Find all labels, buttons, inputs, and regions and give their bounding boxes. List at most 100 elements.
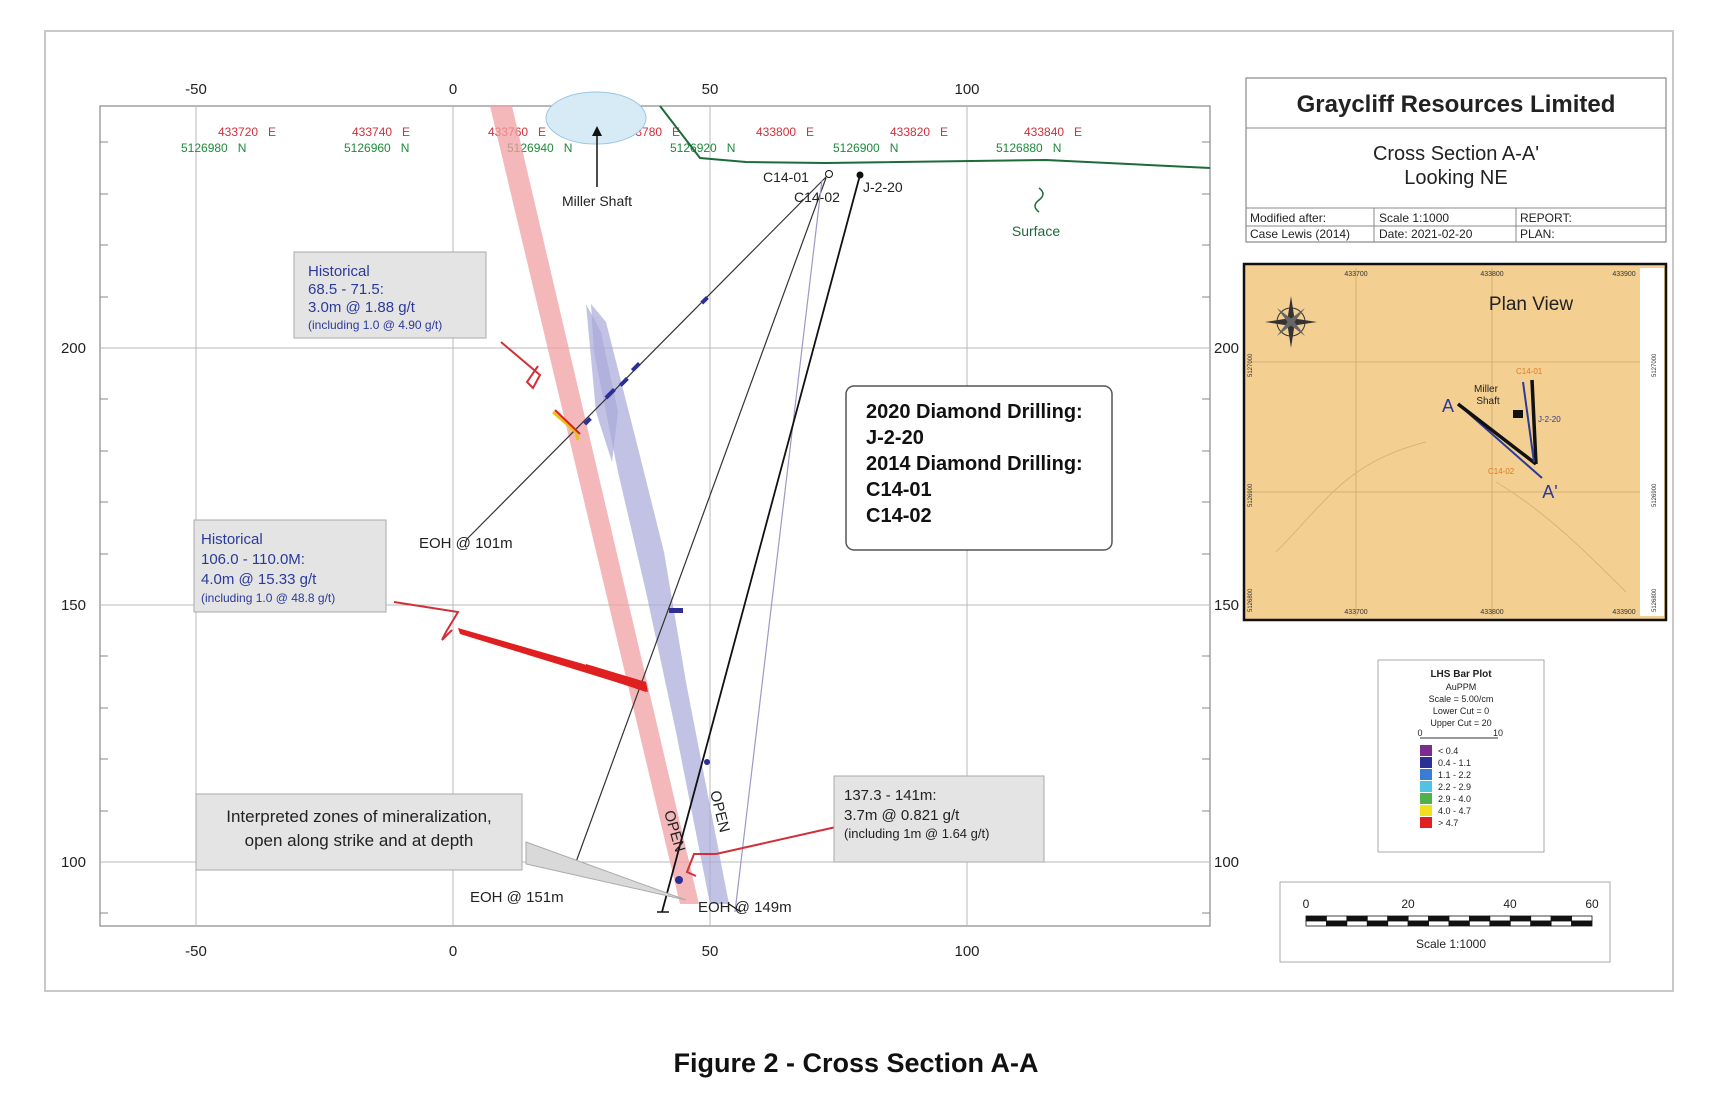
scale-segment	[1428, 915, 1450, 922]
plan-tick: 5126800	[1652, 588, 1658, 612]
callout-line: Historical	[308, 263, 370, 280]
scale-segment	[1469, 915, 1491, 922]
plan-tick: 5127000	[1652, 353, 1658, 377]
blue-mineralized-zone	[591, 304, 729, 904]
surface-pointer	[1034, 187, 1044, 213]
callout-line: 68.5 - 71.5:	[308, 281, 384, 298]
miller-shaft-label: Miller Shaft	[562, 193, 632, 209]
plan-shaft-label: Shaft	[1476, 396, 1500, 407]
scale-tick-label: 40	[1503, 897, 1517, 911]
hole-label-c1401: C14-01	[763, 169, 809, 185]
scale-segment	[1469, 920, 1491, 927]
surface-line	[659, 105, 1211, 169]
plan-top-ticks: 433700 433800 433900	[1344, 271, 1635, 278]
x-tick-label: 50	[702, 81, 719, 98]
plan-tick: 5127000	[1248, 353, 1254, 377]
scale-segment	[1366, 915, 1389, 922]
drilling-summary-box: 2020 Diamond Drilling: J-2-20 2014 Diamo…	[845, 385, 1113, 551]
plan-tick: 433700	[1344, 271, 1367, 278]
plan-tick: 5126900	[1248, 483, 1254, 507]
report-label: REPORT:	[1520, 211, 1572, 225]
hist1-leader	[500, 341, 542, 390]
plan-tick: 5126900	[1652, 483, 1658, 507]
plan-contour	[1275, 441, 1427, 553]
x-tick-label: 50	[702, 943, 719, 960]
scale-segment	[1571, 920, 1593, 927]
red-mineralized-zone	[490, 106, 699, 904]
legend-label: < 0.4	[1438, 746, 1458, 756]
y-tick-label: 200	[1214, 340, 1239, 357]
drillhole-c1402-trace	[734, 179, 823, 913]
plan-hole-trace	[1522, 381, 1535, 463]
callout-interpreted-zones: Interpreted zones of mineralization, ope…	[195, 793, 523, 871]
x-tick-label: 100	[954, 81, 979, 98]
scale-bar	[1305, 915, 1593, 927]
plan-right-ticks: 5127000 5126900 5126800	[1652, 353, 1658, 612]
scale-segment	[1509, 920, 1532, 927]
legend-axis-label: 0	[1417, 728, 1422, 738]
plan-left-ticks: 5127000 5126900 5126800	[1248, 353, 1254, 612]
cross-section: -50 0 50 100 -50 0 50 100 200 150 100 20…	[61, 81, 1239, 960]
plan-hole-label: J-2-20	[1538, 415, 1561, 424]
callout-hist1: Historical 68.5 - 71.5: 3.0m @ 1.88 g/t …	[293, 251, 487, 339]
callout-line: open along strike and at depth	[245, 831, 474, 850]
hist1-bar-red	[554, 409, 581, 435]
scale-tick-label: 20	[1401, 897, 1415, 911]
x-tick-label: 0	[449, 943, 457, 960]
plan-view-title: Plan View	[1489, 294, 1573, 315]
eoh-149-label: EOH @ 149m	[698, 899, 792, 916]
plan-tick: 433900	[1612, 271, 1635, 278]
scale-segment	[1489, 920, 1511, 927]
plan-contour	[1495, 481, 1627, 593]
plan-grid	[1248, 268, 1640, 616]
collar-j220	[856, 171, 864, 179]
legend-axis-label: 10	[1493, 728, 1503, 738]
legend-label: > 4.7	[1438, 818, 1458, 828]
new-intercept-leader	[685, 826, 837, 877]
scale-segment	[1366, 920, 1389, 927]
scale-segment	[1509, 915, 1532, 922]
y-axis-labels-right: 200 150 100	[1214, 340, 1239, 871]
plan-tick: 433800	[1480, 271, 1503, 278]
legend-swatch	[1420, 769, 1432, 780]
plan-tick: 433700	[1344, 609, 1367, 616]
scale-segment	[1550, 915, 1572, 922]
section-title: Cross Section A-A'	[1373, 143, 1539, 165]
hist1-bar-yellow	[552, 410, 580, 441]
hole-label-j220: J-2-20	[863, 179, 903, 195]
callout-line: 137.3 - 141m:	[844, 787, 937, 804]
collar-c1401	[825, 170, 833, 178]
figure-frame: -50 0 50 100 -50 0 50 100 200 150 100 20…	[44, 30, 1674, 992]
legend-label: 0.4 - 1.1	[1438, 758, 1471, 768]
eoh-101-label: EOH @ 101m	[419, 535, 513, 552]
drilling-line: 2020 Diamond Drilling:	[866, 401, 1083, 423]
legend-swatch	[1420, 805, 1432, 816]
scale-segment	[1448, 920, 1470, 927]
title-block: Graycliff Resources Limited Cross Sectio…	[1245, 77, 1667, 243]
compass-rose-icon	[1265, 296, 1317, 348]
legend-swatch	[1420, 817, 1432, 828]
hist2-leader	[393, 601, 460, 641]
callout-line: Historical	[201, 531, 263, 548]
drilling-line: 2014 Diamond Drilling:	[866, 453, 1083, 475]
callout-line: (including 1.0 @ 4.90 g/t)	[308, 318, 442, 332]
blue-zone-upper-lobe	[586, 304, 618, 462]
assay-markers	[583, 296, 710, 884]
plan-tick: 433800	[1480, 609, 1503, 616]
callout-line: 3.0m @ 1.88 g/t	[308, 299, 416, 316]
modified-after-label: Modified after:	[1250, 211, 1326, 225]
figure-canvas: -50 0 50 100 -50 0 50 100 200 150 100 20…	[61, 77, 1668, 963]
plan-tick: 433900	[1612, 609, 1635, 616]
legend-label: 2.9 - 4.0	[1438, 794, 1471, 804]
scale-segment	[1305, 915, 1327, 922]
legend-swatch	[1420, 745, 1432, 756]
plan-tick: 5126800	[1248, 588, 1254, 612]
scale-segment	[1305, 920, 1327, 927]
